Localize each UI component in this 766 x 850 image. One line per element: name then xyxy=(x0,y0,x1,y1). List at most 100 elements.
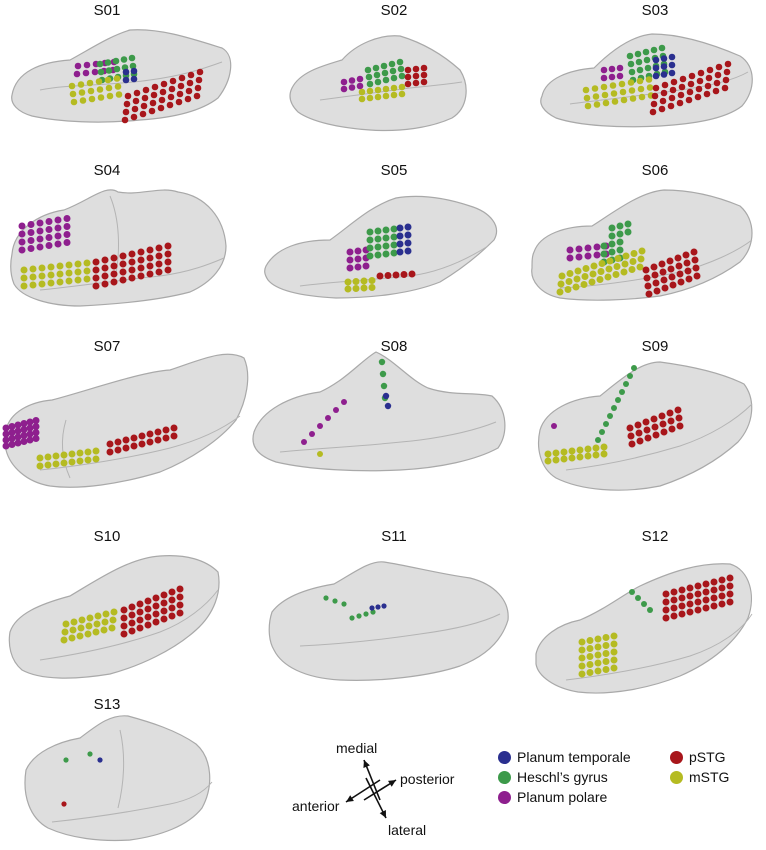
electrode-mstg xyxy=(84,630,92,638)
electrode-mstg xyxy=(613,263,621,270)
electrode-pstg xyxy=(723,68,731,76)
electrode-heschls-gyrus xyxy=(644,64,652,72)
electrode-planum-polare xyxy=(54,216,62,224)
electrode-heschls-gyrus xyxy=(624,228,632,236)
electrode-pstg xyxy=(667,102,675,110)
electrode-mstg xyxy=(578,646,586,654)
electrode-mstg xyxy=(578,638,586,646)
electrode-pstg xyxy=(122,444,130,452)
electrode-mstg xyxy=(636,263,644,271)
electrode-planum-polare xyxy=(600,74,608,82)
sulcus-line xyxy=(569,71,749,105)
legend-label-planum-polare: Planum polare xyxy=(517,789,608,805)
electrode-mstg xyxy=(628,87,636,94)
electrode-mstg xyxy=(592,451,600,459)
electrode-pstg xyxy=(677,91,685,99)
electrode-heschls-gyrus xyxy=(398,72,406,80)
sulcus-line xyxy=(62,419,71,479)
electrode-planum-polare xyxy=(73,70,81,78)
electrode-planum-polare xyxy=(356,75,364,83)
electrode-planum-polare xyxy=(348,84,356,91)
electrode-planum-polare xyxy=(45,226,53,233)
orientation-lateral-label: lateral xyxy=(388,822,427,838)
electrode-pstg xyxy=(151,83,159,91)
electrode-heschls-gyrus xyxy=(600,242,608,250)
electrode-planum-polare xyxy=(63,231,71,238)
electrode-mstg xyxy=(390,84,398,92)
electrode-mstg xyxy=(566,270,574,277)
panel-title-s06: S06 xyxy=(641,162,669,179)
electrode-pstg xyxy=(168,612,176,620)
electrode-heschls-gyrus xyxy=(627,60,635,68)
electrode-mstg xyxy=(78,89,86,96)
electrode-planum-temporale xyxy=(668,69,676,77)
electrode-heschls-gyrus xyxy=(616,246,624,254)
electrode-pstg xyxy=(124,92,132,100)
electrode-pstg xyxy=(670,604,678,612)
electrode-pstg xyxy=(152,618,160,626)
electrode-pstg xyxy=(661,81,669,89)
electrode-mstg xyxy=(95,78,103,85)
electrode-mstg xyxy=(115,91,123,98)
electrode-planum-polare xyxy=(36,243,44,251)
electrode-heschls-gyrus xyxy=(370,609,376,615)
electrode-pstg xyxy=(155,260,163,268)
electrode-planum-polare xyxy=(346,248,354,256)
electrode-planum-temporale xyxy=(660,71,668,78)
electrode-planum-temporale xyxy=(652,64,660,72)
electrode-mstg xyxy=(592,93,600,100)
electrode-heschls-gyrus xyxy=(615,397,621,403)
electrode-mstg xyxy=(602,99,610,107)
electrode-heschls-gyrus xyxy=(635,58,643,66)
electrode-heschls-gyrus xyxy=(595,437,601,443)
electrode-heschls-gyrus xyxy=(129,62,137,70)
electrode-mstg xyxy=(612,271,620,278)
electrode-mstg xyxy=(591,85,599,92)
electrode-mstg xyxy=(61,628,69,636)
electrode-heschls-gyrus xyxy=(616,222,624,230)
electrode-heschls-gyrus xyxy=(87,751,93,757)
electrode-pstg xyxy=(164,258,172,266)
electrode-heschls-gyrus xyxy=(627,373,633,379)
electrode-mstg xyxy=(76,457,84,465)
electrode-pstg xyxy=(120,630,128,638)
electrode-pstg xyxy=(726,598,734,606)
electrode-pstg xyxy=(128,619,136,627)
electrode-mstg xyxy=(92,455,100,463)
electrode-mstg xyxy=(92,628,100,636)
electrode-planum-polare xyxy=(54,240,62,248)
electrode-planum-polare xyxy=(74,62,82,70)
electrode-mstg xyxy=(38,272,46,280)
electrode-heschls-gyrus xyxy=(374,251,382,259)
electrode-pstg xyxy=(146,254,154,262)
electrode-pstg xyxy=(678,602,686,610)
electrode-pstg xyxy=(168,604,176,612)
electrode-pstg xyxy=(101,280,109,288)
sulcus-line xyxy=(39,589,219,661)
electrode-mstg xyxy=(65,261,73,269)
electrode-pstg xyxy=(168,85,176,93)
electrode-pstg xyxy=(660,428,668,436)
electrode-planum-polare xyxy=(45,242,53,249)
electrode-heschls-gyrus xyxy=(650,46,658,54)
electrode-planum-temporale xyxy=(652,56,660,64)
electrode-heschls-gyrus xyxy=(366,244,374,252)
electrode-mstg xyxy=(610,632,618,640)
electrode-heschls-gyrus xyxy=(629,589,635,595)
electrode-pstg xyxy=(169,77,177,85)
electrode-mstg xyxy=(636,77,644,85)
electrode-pstg xyxy=(408,270,416,278)
electrode-pstg xyxy=(130,442,138,450)
electrode-mstg xyxy=(68,82,76,90)
electrode-planum-polare xyxy=(593,243,601,251)
electrode-pstg xyxy=(178,74,186,82)
electrode-pstg xyxy=(635,429,643,437)
electrode-mstg xyxy=(20,274,28,282)
electrode-planum-polare xyxy=(27,245,35,252)
legend-label-planum-temporale: Planum temporale xyxy=(517,749,631,765)
electrode-pstg xyxy=(726,574,734,582)
electrode-heschls-gyrus xyxy=(608,232,616,240)
electrode-pstg xyxy=(658,412,666,420)
electrode-pstg xyxy=(706,66,714,74)
electrode-mstg xyxy=(605,265,613,273)
